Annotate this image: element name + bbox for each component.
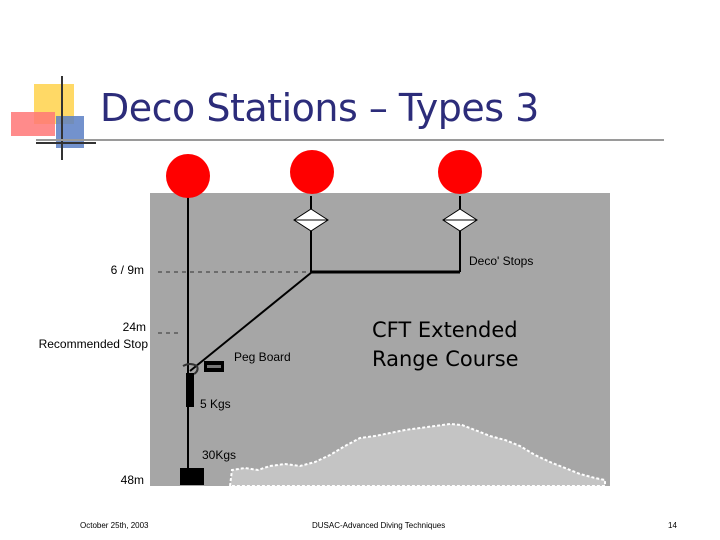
depth-48m-label: 48m [120, 473, 144, 487]
surface-buoy-left [166, 154, 210, 198]
surface-buoy-middle [290, 150, 334, 194]
recommended-stop-label: Recommended Stop [38, 337, 148, 351]
cft-line-2: Range Course [372, 347, 519, 371]
peg-board-label: Peg Board [234, 350, 291, 364]
deco-stops-label: Deco' Stops [469, 254, 534, 268]
title-divider [36, 139, 664, 141]
slide-title: Deco Stations – Types 3 [100, 86, 539, 130]
depth-24m-label: 24m [122, 320, 146, 334]
weight-30kg-label: 30Kgs [202, 448, 237, 462]
cft-line-1: CFT Extended [372, 318, 518, 342]
footer-course: DUSAC-Advanced Diving Techniques [312, 521, 446, 530]
template-logo-icon [11, 76, 96, 160]
weight-5kg-label: 5 Kgs [200, 397, 231, 411]
weight-5kg [186, 373, 194, 407]
surface-buoy-right [438, 150, 482, 194]
footer-page-number: 14 [668, 521, 677, 530]
seabed-mound [228, 422, 606, 487]
clip-icon [182, 363, 199, 375]
depth-6-9m-label: 6 / 9m [110, 263, 144, 277]
angled-line [189, 271, 313, 372]
weight-30kg [180, 468, 204, 485]
footer-date: October 25th, 2003 [80, 521, 149, 530]
cft-course-label: CFT Extended Range Course [372, 316, 552, 374]
